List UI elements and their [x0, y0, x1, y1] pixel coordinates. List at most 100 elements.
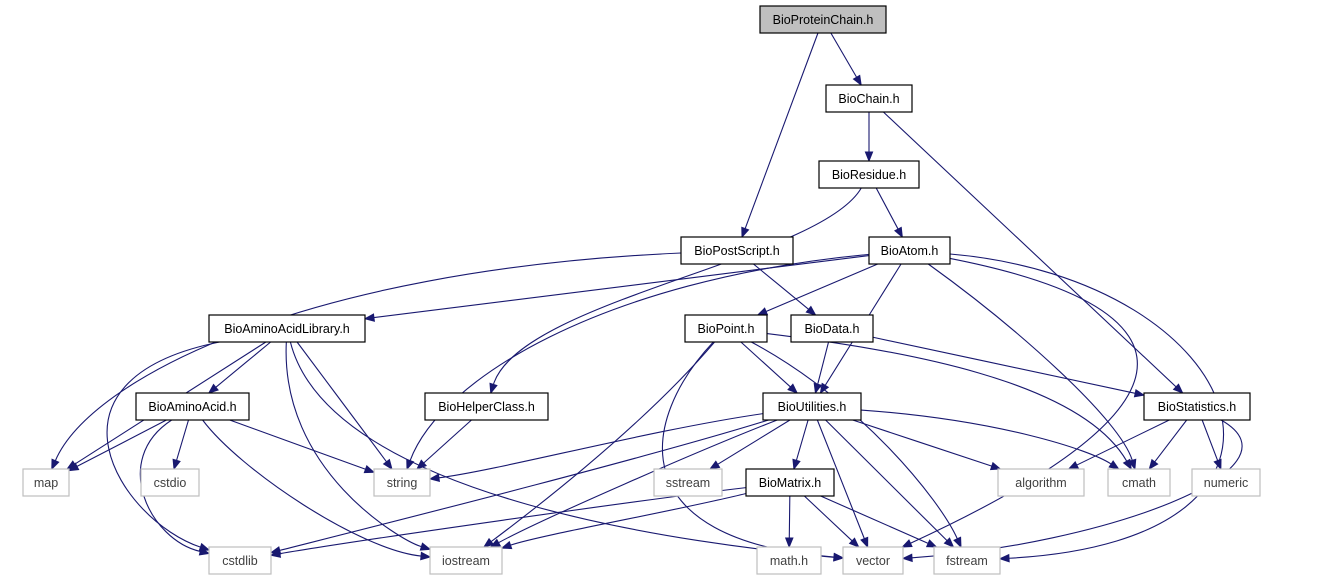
node-label: BioProteinChain.h — [773, 13, 874, 27]
node-box — [790, 314, 874, 343]
edge-biopostscript-to-biodata — [753, 263, 817, 316]
edge-line — [1076, 419, 1170, 466]
edge-bioutilities-to-biomatrix — [792, 419, 809, 471]
edge-line — [803, 495, 853, 542]
node-bioaminoacid[interactable]: BioAminoAcid.h — [135, 392, 250, 421]
node-biopoint[interactable]: BioPoint.h — [684, 314, 768, 343]
node-biomatrix[interactable]: BioMatrix.h — [745, 468, 835, 497]
edge-line — [106, 341, 220, 548]
edge-line — [289, 341, 835, 558]
edge-line — [817, 341, 830, 385]
node-label: string — [387, 476, 418, 490]
edge-bioutilities-to-string — [428, 413, 764, 483]
node-biopostscript[interactable]: BioPostScript.h — [680, 236, 794, 265]
node-bioatom[interactable]: BioAtom.h — [868, 236, 951, 265]
edge-biomatrix-to-vector — [803, 495, 860, 548]
arrowhead-icon — [1122, 458, 1132, 471]
edge-line — [492, 187, 862, 385]
node-label: math.h — [770, 554, 808, 568]
node-sstream: sstream — [653, 468, 723, 497]
node-bioproteinchain[interactable]: BioProteinChain.h — [759, 5, 887, 34]
node-vector: vector — [842, 546, 904, 575]
edge-line — [820, 495, 929, 544]
node-biochain[interactable]: BioChain.h — [825, 84, 913, 113]
edge-line — [872, 336, 1136, 394]
edge-line — [661, 341, 835, 558]
edge-bioutilities-to-sstream — [708, 419, 791, 470]
node-box — [22, 468, 70, 497]
edge-line — [751, 341, 958, 540]
arrowhead-icon — [363, 313, 375, 322]
edge-line — [788, 495, 791, 539]
node-label: numeric — [1204, 476, 1248, 490]
arrowhead-icon — [67, 462, 80, 472]
node-label: vector — [856, 554, 890, 568]
edge-line — [852, 419, 992, 467]
arrowhead-icon — [363, 465, 376, 474]
node-biohelperclass[interactable]: BioHelperClass.h — [424, 392, 549, 421]
node-box — [759, 5, 887, 34]
node-cstdio: cstdio — [140, 468, 200, 497]
arrowhead-icon — [1172, 383, 1184, 394]
node-bioutilities[interactable]: BioUtilities.h — [762, 392, 862, 421]
edge-bioaminoacidlibrary-to-cstdlib — [106, 341, 220, 552]
edge-bioaminoacid-to-map — [67, 419, 167, 472]
node-fstream: fstream — [933, 546, 1001, 575]
edge-bioaminoacid-to-cstdio — [172, 419, 190, 471]
node-biostatistics[interactable]: BioStatistics.h — [1143, 392, 1251, 421]
edge-line — [76, 419, 167, 467]
edge-biochain-to-bioresidue — [864, 112, 874, 163]
edge-bioutilities-to-cmath — [860, 409, 1120, 470]
node-string: string — [373, 468, 431, 497]
edge-bioaminoacidlibrary-to-iostream — [285, 341, 432, 551]
edge-line — [498, 419, 778, 544]
edge-bioaminoacid-to-iostream — [202, 419, 432, 561]
node-label: BioPostScript.h — [694, 244, 780, 258]
edge-bioaminoacid-to-string — [229, 419, 376, 474]
edge-line — [296, 341, 387, 463]
arrowhead-icon — [852, 74, 862, 87]
arrowhead-icon — [419, 542, 432, 551]
edge-line — [883, 111, 1177, 388]
arrowhead-icon — [989, 461, 1002, 471]
edge-line — [910, 257, 1138, 544]
node-bioresidue[interactable]: BioResidue.h — [818, 160, 920, 189]
node-box — [684, 314, 768, 343]
node-label: BioPoint.h — [698, 322, 755, 336]
edge-bioutilities-to-fstream — [825, 419, 955, 548]
arrowhead-icon — [198, 547, 211, 556]
edge-line — [229, 419, 366, 470]
arrowhead-icon — [500, 540, 513, 550]
arrowhead-icon — [792, 458, 801, 471]
edge-line — [860, 409, 1112, 465]
edge-line — [744, 32, 819, 229]
node-label: map — [34, 476, 58, 490]
arrowhead-icon — [51, 458, 60, 471]
edge-line — [373, 255, 870, 319]
edge-line — [409, 253, 870, 461]
node-box — [756, 546, 822, 575]
node-label: BioHelperClass.h — [438, 400, 535, 414]
arrowhead-icon — [901, 553, 913, 563]
arrowhead-icon — [416, 459, 427, 470]
arrowhead-icon — [833, 552, 845, 562]
edge-line — [816, 419, 865, 539]
node-box — [1107, 468, 1171, 497]
arrowhead-icon — [756, 307, 769, 316]
node-bioaminoacidlibrary[interactable]: BioAminoAcidLibrary.h — [208, 314, 366, 343]
edge-biostatistics-to-numeric — [1201, 419, 1222, 471]
edge-biopoint-to-fstream — [751, 341, 962, 549]
edge-biomatrix-to-mathh — [784, 495, 794, 549]
edge-line — [490, 341, 715, 543]
arrowhead-icon — [269, 549, 282, 558]
edge-bioresidue-to-biohelperclass — [489, 187, 862, 395]
arrowhead-icon — [428, 473, 440, 483]
node-cstdlib: cstdlib — [208, 546, 272, 575]
node-label: cstdio — [154, 476, 187, 490]
node-box — [1191, 468, 1261, 497]
edge-line — [1154, 419, 1188, 463]
nodes-layer: BioProteinChain.hBioChain.hBioResidue.hB… — [22, 5, 1261, 575]
node-numeric: numeric — [1191, 468, 1261, 497]
node-box — [424, 392, 549, 421]
node-biodata[interactable]: BioData.h — [790, 314, 874, 343]
